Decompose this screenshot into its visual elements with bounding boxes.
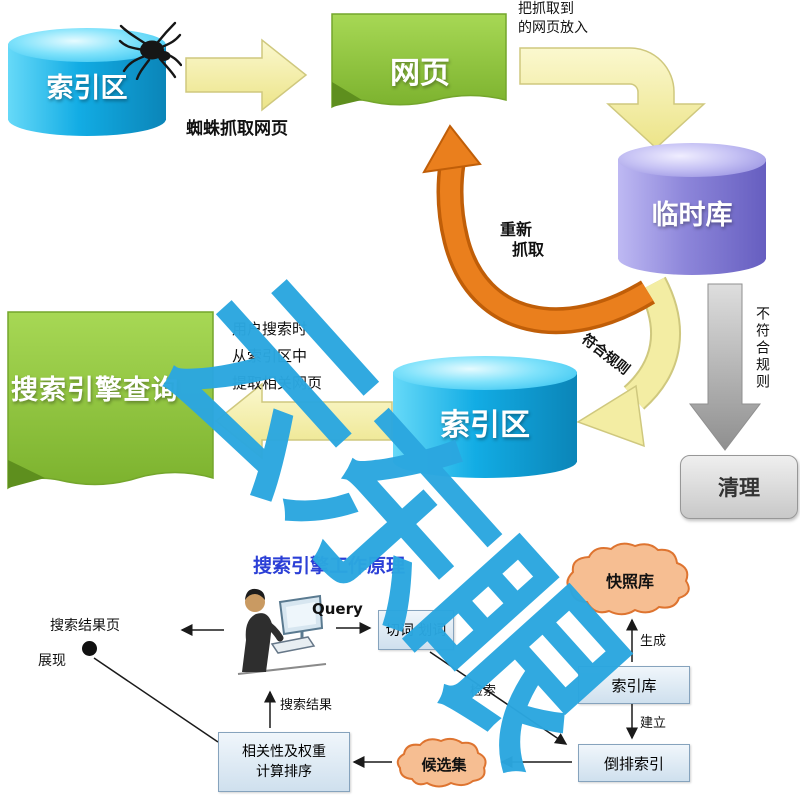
top-note: 把抓取到 的网页放入 — [518, 0, 588, 38]
query-label: Query — [312, 600, 363, 618]
crawl-caption: 蜘蛛抓取网页 — [186, 119, 288, 139]
mid-note-line2: 从索引区中 — [232, 347, 308, 365]
temp-db-label: 临时库 — [651, 200, 733, 231]
top-note-line2: 的网页放入 — [518, 20, 588, 36]
mid-note: 用户搜索时 从索引区中 提取相关网页 — [232, 316, 322, 397]
segmentation-box: 切词 划词 — [378, 610, 454, 650]
ranking-line1: 相关性及权重 — [242, 744, 326, 760]
candidate-cloud: 候选集 — [394, 736, 494, 790]
user-at-computer-illustration — [222, 582, 334, 682]
cylinder-top — [393, 356, 577, 390]
arrow-index2-to-querydoc — [214, 382, 393, 460]
line-dot-to-ranking — [93, 657, 219, 743]
temp-db-cylinder: 临时库 — [618, 143, 766, 275]
mid-note-line1: 用户搜索时 — [232, 320, 308, 338]
cylinder-bottom — [618, 241, 766, 275]
arrow-templib-to-index2 — [576, 276, 682, 448]
index-db-cylinder-1: 索引区 — [8, 28, 166, 136]
inverted-index-label: 倒排索引 — [603, 754, 664, 773]
arrow-templib-to-webpage — [422, 124, 656, 335]
snapshot-cloud: 快照库 — [563, 540, 697, 618]
cleanup-label: 清理 — [718, 476, 760, 500]
mid-note-line3: 提取相关网页 — [232, 374, 323, 392]
top-note-line1: 把抓取到 — [518, 1, 574, 17]
section-title: 搜索引擎工作原理 — [253, 555, 406, 577]
left-note-line2: 展现 — [38, 653, 66, 669]
snapshot-label: 快照库 — [605, 572, 654, 591]
webpage-doc: 网页 — [328, 12, 512, 132]
arrow-webpage-to-templib — [519, 47, 706, 150]
cleanup-box: 清理 — [680, 455, 798, 519]
spider-icon — [118, 20, 183, 84]
cylinder-bottom — [8, 102, 166, 136]
bullet-dot — [82, 641, 97, 656]
ranking-line2: 计算排序 — [256, 764, 312, 780]
generate-label: 生成 — [640, 634, 667, 649]
left-note-line1: 搜索结果页 — [50, 618, 120, 634]
arrow-templib-to-cleanup — [688, 283, 762, 451]
candidate-label: 候选集 — [421, 756, 467, 774]
no-match-rule-label: 不符合规则 — [754, 306, 770, 391]
webpage-label: 网页 — [390, 56, 450, 91]
arrow-index-to-webpage — [185, 38, 308, 112]
build-label: 建立 — [640, 716, 667, 731]
line-segmentation-to-inverted — [429, 651, 568, 745]
index-db-1-label: 索引区 — [46, 73, 128, 104]
result-label: 搜索结果 — [280, 698, 333, 713]
index-lib-label: 索引库 — [611, 676, 657, 695]
segmentation-label: 切词 划词 — [385, 623, 447, 639]
cylinder-top — [8, 28, 166, 62]
index-lib-box: 索引库 — [578, 666, 690, 704]
cylinder-bottom — [393, 444, 577, 478]
ranking-box: 相关性及权重 计算排序 — [218, 732, 350, 792]
query-doc: 搜索引擎查询 — [3, 310, 218, 512]
cylinder-top — [618, 143, 766, 177]
retrieve-label: 检索 — [470, 684, 497, 699]
index-db-cylinder-2: 索引区 — [393, 356, 577, 478]
recrawl-line1: 重新 — [500, 220, 533, 239]
inverted-index-box: 倒排索引 — [578, 744, 690, 782]
flow-lines — [93, 618, 638, 768]
recrawl-note: 重新 抓取 — [500, 220, 544, 260]
query-doc-label: 搜索引擎查询 — [11, 375, 179, 406]
recrawl-line2: 抓取 — [512, 240, 545, 259]
index-db-2-label: 索引区 — [440, 408, 530, 443]
